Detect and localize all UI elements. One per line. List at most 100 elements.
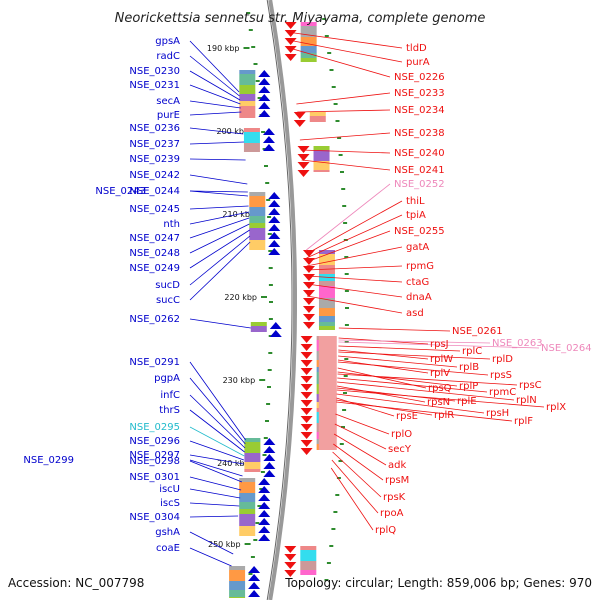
kbp-tick-mark xyxy=(243,47,250,49)
gene-label-left: NSE_0298 xyxy=(129,456,180,467)
leader-line xyxy=(189,502,240,507)
gene-label-right: NSE_0234 xyxy=(394,105,445,116)
gene-label-ribosomal: rpsN xyxy=(427,397,450,408)
leader-line xyxy=(299,132,391,141)
reverse-gene-arrow xyxy=(284,46,297,53)
leader-line xyxy=(331,459,379,514)
leader-line xyxy=(288,39,403,63)
forward-gene-arrow xyxy=(258,70,271,77)
leader-line xyxy=(338,345,461,352)
forward-gene-block xyxy=(249,196,266,207)
ring-dash xyxy=(253,63,258,65)
gene-label-left: NSE_0291 xyxy=(129,357,180,368)
forward-gene-arrow xyxy=(268,216,281,223)
ring-dash xyxy=(343,222,348,224)
leader-line xyxy=(338,327,451,332)
ring-dash xyxy=(259,488,264,490)
gene-label-right: NSE_0241 xyxy=(394,165,445,176)
ring-dash xyxy=(251,46,256,48)
reverse-gene-arrow xyxy=(300,400,313,407)
gene-label-left: gshA xyxy=(155,527,180,538)
ring-dash xyxy=(267,369,272,371)
forward-gene-arrow xyxy=(269,322,282,329)
ring-dash xyxy=(345,307,349,309)
leader-line xyxy=(306,246,403,267)
ring-dash xyxy=(341,188,346,190)
leader-line xyxy=(189,547,232,567)
forward-gene-block xyxy=(249,228,266,240)
ring-dash xyxy=(344,324,349,326)
reverse-gene-arrow xyxy=(297,162,310,169)
forward-gene-arrow xyxy=(258,518,271,525)
reverse-gene-arrow xyxy=(297,170,310,177)
forward-gene-block xyxy=(239,94,256,101)
gene-label-left: sucC xyxy=(156,295,180,306)
leader-line xyxy=(189,394,246,449)
forward-gene-block xyxy=(243,128,260,132)
reverse-gene-block xyxy=(313,170,330,172)
reverse-gene-arrow xyxy=(284,562,297,569)
kbp-tick-label: 200 kbp xyxy=(216,127,249,136)
ring-dash xyxy=(253,539,258,541)
gene-label-ribosomal: rplC xyxy=(462,346,482,357)
ring-dash xyxy=(344,256,349,258)
reverse-gene-arrow xyxy=(284,570,297,577)
gene-label-ribosomal: NSE_0263 xyxy=(492,338,543,349)
gene-label-right: NSE_0238 xyxy=(394,128,445,139)
reverse-gene-block xyxy=(318,326,335,330)
forward-gene-block xyxy=(249,223,266,228)
gene-label-left: NSE_0299 xyxy=(23,455,74,466)
leader-line xyxy=(189,531,234,555)
reverse-gene-arrow xyxy=(300,344,313,351)
forward-gene-block xyxy=(243,132,260,143)
reverse-gene-arrow xyxy=(300,384,313,391)
gene-label-ribosomal: rplD xyxy=(492,354,513,365)
ring-dash xyxy=(342,205,347,207)
kbp-tick-mark xyxy=(244,543,251,545)
gene-label-ribosomal: rplB xyxy=(459,362,479,373)
ring-dash xyxy=(268,284,273,286)
reverse-gene-block xyxy=(313,161,330,170)
ring-dash xyxy=(257,97,262,99)
leader-line xyxy=(189,141,245,145)
accession-text: Accession: NC_007798 xyxy=(8,576,144,590)
forward-gene-block xyxy=(229,566,246,570)
reverse-gene-arrow xyxy=(297,154,310,161)
leader-line xyxy=(189,318,251,329)
leader-line xyxy=(189,174,248,185)
gene-label-right: NSE_0233 xyxy=(394,88,445,99)
reverse-gene-arrow xyxy=(300,352,313,359)
ring-dash xyxy=(342,409,347,411)
ring-dash xyxy=(255,522,260,524)
reverse-gene-block xyxy=(300,546,317,550)
gene-label-right: ctaG xyxy=(406,277,429,288)
gene-label-right: purA xyxy=(406,57,430,68)
forward-gene-arrow xyxy=(262,144,275,151)
reverse-gene-block xyxy=(300,22,317,26)
forward-gene-arrow xyxy=(248,566,261,573)
reverse-gene-arrow xyxy=(284,38,297,45)
kbp-tick-mark xyxy=(261,296,267,298)
leader-line xyxy=(336,393,485,414)
ring-dash xyxy=(324,35,329,37)
gene-label-left: pgpA xyxy=(154,373,180,384)
ring-dash xyxy=(344,273,349,275)
ring-dash xyxy=(335,120,340,122)
gene-label-right: rpmG xyxy=(406,261,434,272)
ring-dash xyxy=(248,573,253,575)
ring-dash xyxy=(250,556,255,558)
gene-label-right: thiL xyxy=(406,196,425,207)
gene-label-ribosomal: rpsC xyxy=(519,380,542,391)
forward-gene-arrow xyxy=(258,486,271,493)
forward-gene-arrow xyxy=(268,248,281,255)
leader-line xyxy=(338,349,429,360)
ring-dash xyxy=(333,103,338,105)
gene-label-right: asd xyxy=(406,308,424,319)
reverse-gene-arrow xyxy=(300,432,313,439)
ring-dash xyxy=(246,12,251,14)
leader-line xyxy=(306,230,391,263)
reverse-gene-arrow xyxy=(302,322,315,329)
gene-label-left: infC xyxy=(160,390,180,401)
ring-dash xyxy=(336,477,341,479)
leader-line xyxy=(189,476,242,491)
